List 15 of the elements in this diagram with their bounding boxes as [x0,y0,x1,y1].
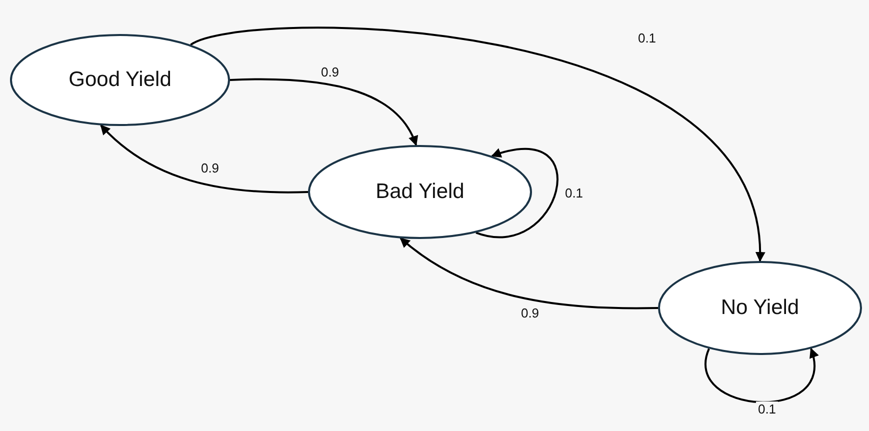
state-label: Good Yield [68,68,172,92]
edge-label: 0.9 [518,306,542,320]
edge-label: 0.9 [318,64,342,80]
edge-label: 0.1 [636,30,658,46]
arrow [704,348,818,404]
state-label: No Yield [720,296,800,320]
arrow [400,238,658,310]
edge-label: 0.9 [198,160,222,176]
state-label: Bad Yield [376,180,464,204]
edge-label: 0.1 [562,186,586,200]
edge-label: 0.1 [756,402,778,416]
arrow [476,148,558,238]
arrow [190,26,764,262]
arrow [230,78,418,146]
arrow [100,124,308,194]
